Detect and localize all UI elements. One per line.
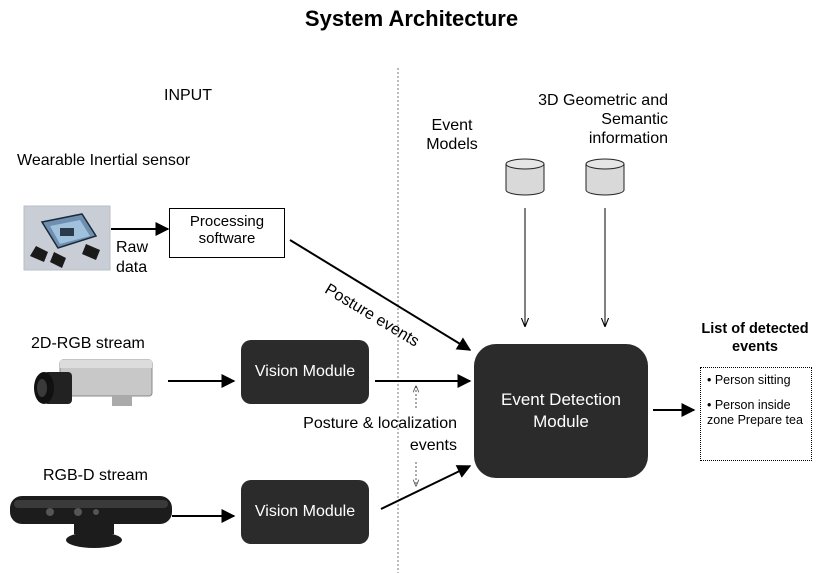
database-icon [505, 158, 545, 196]
rgb2d-stream-label: 2D-RGB stream [31, 335, 145, 352]
detected-events-title: List of detected events [701, 321, 809, 355]
vision-module-bottom: Vision Module [241, 480, 369, 544]
detected-events-list: • Person sitting • Person inside zone Pr… [700, 367, 812, 461]
processing-software-box: Processing software [169, 208, 285, 258]
raw-data-label: Raw data [116, 239, 149, 276]
diagram-title: System Architecture [304, 6, 519, 31]
input-label: INPUT [164, 87, 212, 104]
arrow-posture-events [289, 239, 472, 351]
posture-localization-label: Posture & localization events [303, 415, 457, 454]
event-detection-module: Event Detection Module [474, 344, 648, 478]
detected-event-item: • Person sitting [707, 373, 791, 387]
camera-icon [34, 359, 153, 406]
rgbd-stream-label: RGB-D stream [43, 467, 148, 484]
detected-event-item: • Person inside zone Prepare tea [707, 398, 803, 427]
arrow-vision-bottom-to-event-detection [380, 465, 472, 510]
database-icon [585, 158, 625, 196]
vision-module-top: Vision Module [241, 340, 369, 404]
wearable-sensor-icon [23, 205, 111, 271]
wearable-sensor-label: Wearable Inertial sensor [17, 152, 191, 169]
geometric-semantic-label: 3D Geometric and Semantic information [538, 92, 668, 147]
kinect-sensor-icon [10, 496, 172, 548]
event-models-label: Event Models [426, 117, 478, 153]
